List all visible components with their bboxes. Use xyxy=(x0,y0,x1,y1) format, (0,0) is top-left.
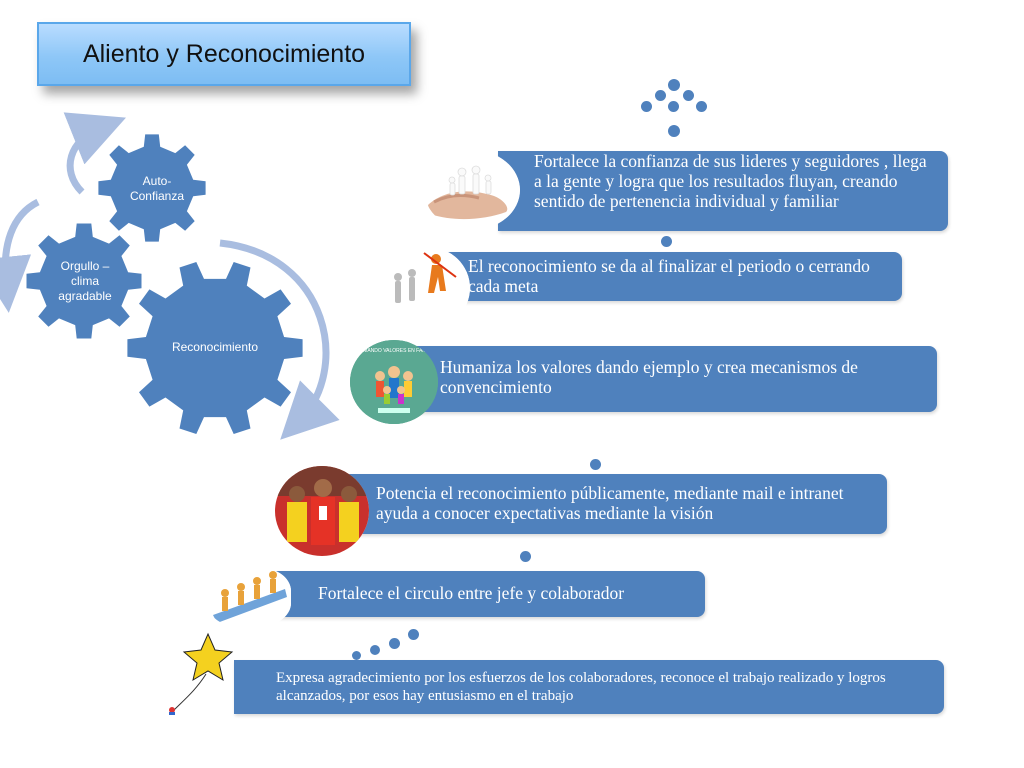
gear-label-auto-confianza: Auto-Confianza xyxy=(129,174,185,203)
item-bar-2: El reconocimiento se da al finalizar el … xyxy=(440,252,902,301)
item-bar-4: Potencia el reconocimiento públicamente,… xyxy=(340,474,887,534)
item-bar-6: Expresa agradecimiento por los esfuerzos… xyxy=(234,660,944,714)
item-text: Fortalece la confianza de sus lideres y … xyxy=(534,151,927,211)
gear-auto-confianza xyxy=(98,134,206,242)
item-bar-1: Fortalece la confianza de sus lideres y … xyxy=(498,151,948,231)
poster-caption: FORMANDO VALORES EN FAMILIA xyxy=(353,348,436,354)
teamwork-puzzle-image xyxy=(207,567,291,627)
cycle-arrow xyxy=(63,112,126,195)
item-bar-3: Humaniza los valores dando ejemplo y cre… xyxy=(398,346,937,412)
soccer-players-image xyxy=(275,466,369,556)
gear-reconocimiento xyxy=(127,262,303,434)
runners-image xyxy=(386,247,470,329)
page-title: Aliento y Reconocimiento xyxy=(37,22,411,86)
gear-label-reconocimiento: Reconocimiento xyxy=(171,340,259,354)
item-text: Potencia el reconocimiento públicamente,… xyxy=(376,483,844,523)
family-values-poster-image: FORMANDO VALORES EN FAMILIA xyxy=(350,340,438,424)
star-kite-image xyxy=(160,630,240,716)
item-text: Expresa agradecimiento por los esfuerzos… xyxy=(276,670,886,704)
item-bar-5: Fortalece el circulo entre jefe y colabo… xyxy=(265,571,705,617)
gear-orgullo xyxy=(26,223,142,339)
hands-family-image xyxy=(424,150,520,230)
gear-label-orgullo: Orgullo – clima agradable xyxy=(58,259,112,303)
item-text: Fortalece el circulo entre jefe y colabo… xyxy=(318,583,625,603)
cycle-arrow xyxy=(0,198,40,313)
cycle-arrow xyxy=(219,239,340,440)
item-text: El reconocimiento se da al finalizar el … xyxy=(468,256,870,296)
item-text: Humaniza los valores dando ejemplo y cre… xyxy=(440,357,858,397)
gear-diagram xyxy=(0,112,340,440)
